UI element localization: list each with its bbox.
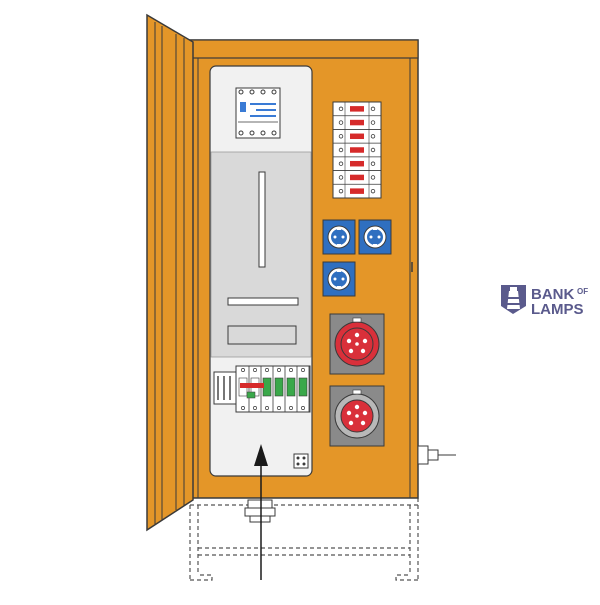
rcd-module [274, 366, 286, 412]
rcd-indicator [246, 391, 256, 399]
schuko-socket [322, 219, 356, 255]
schuko-socket [358, 219, 392, 255]
rcd-test-bar [240, 383, 264, 388]
rcd-module [298, 366, 310, 412]
right-breaker-strip [332, 101, 382, 199]
breaker-unit [333, 156, 381, 167]
breaker-unit [333, 142, 381, 153]
breaker-unit [333, 170, 381, 181]
terminal-block [293, 453, 309, 469]
logo-of: OF [577, 287, 588, 296]
schuko-sockets [322, 219, 392, 297]
cabinet-door [146, 13, 194, 532]
cee-socket [329, 385, 385, 447]
bottom-cable-gland [244, 499, 276, 523]
lower-breaker-row [213, 365, 311, 413]
logo-bank: BANK [531, 286, 574, 303]
breaker-unit [333, 101, 381, 112]
side-cable-gland [417, 445, 456, 465]
meter-slot [227, 171, 299, 345]
incoming-feed-arrow [254, 444, 268, 580]
cabinet-stand [189, 494, 419, 581]
breaker-unit [333, 115, 381, 126]
lighthouse-icon [501, 285, 526, 314]
cee-socket [329, 313, 385, 375]
breaker-unit [333, 183, 381, 194]
breaker-unit [333, 129, 381, 140]
contactor [235, 87, 281, 139]
logo-lamps: LAMPS [531, 301, 584, 318]
cee-sockets [329, 313, 385, 447]
schuko-socket [322, 261, 356, 297]
rcd-module [286, 366, 298, 412]
bank-of-lamps-logo: BANK OF LAMPS [501, 285, 588, 318]
